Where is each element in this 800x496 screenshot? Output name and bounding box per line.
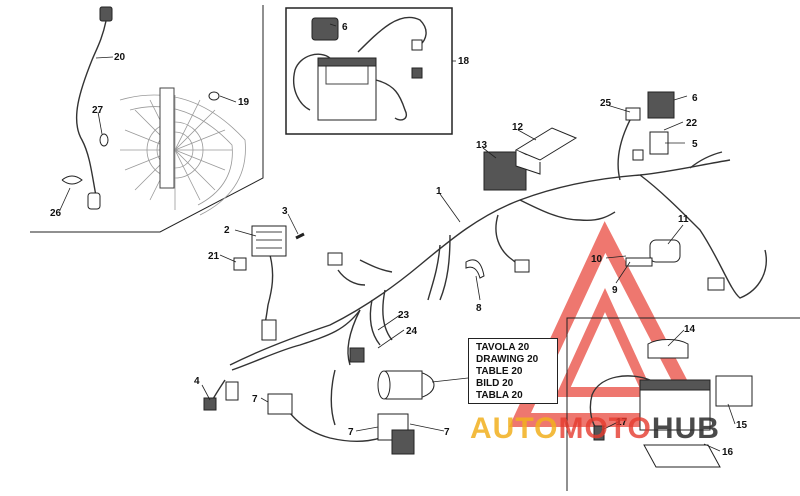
callout-16: 16 bbox=[722, 447, 734, 458]
components bbox=[203, 91, 725, 455]
leader-lines bbox=[59, 23, 736, 452]
watermark-logo: AUTOMOTOHUB bbox=[470, 412, 720, 446]
callout-20: 20 bbox=[114, 52, 126, 63]
reference-line-bild: BILD 20 bbox=[476, 378, 514, 389]
reference-line-tabla: TABLA 20 bbox=[476, 390, 523, 401]
callout-3: 3 bbox=[282, 206, 288, 217]
callout-18: 18 bbox=[458, 56, 470, 67]
callout-26: 26 bbox=[50, 208, 62, 219]
callout-6-right: 6 bbox=[692, 93, 698, 104]
inset-wheel-sensor bbox=[30, 5, 264, 233]
callout-7-bottom-right: 7 bbox=[444, 427, 450, 438]
callout-7-bottom-left: 7 bbox=[348, 427, 354, 438]
callout-24: 24 bbox=[406, 326, 418, 337]
callout-9: 9 bbox=[612, 285, 618, 296]
callout-5: 5 bbox=[692, 139, 698, 150]
callout-labels: 1 2 3 4 5 6 6 7 7 7 8 10 9 11 12 13 14 1… bbox=[50, 22, 748, 458]
callout-23: 23 bbox=[398, 310, 410, 321]
callout-14: 14 bbox=[684, 324, 696, 335]
callout-27: 27 bbox=[92, 105, 104, 116]
callout-11: 11 bbox=[678, 214, 689, 225]
callout-4: 4 bbox=[194, 376, 200, 387]
callout-10: 10 bbox=[591, 254, 603, 265]
inset-battery-bottom bbox=[566, 317, 800, 491]
callout-8: 8 bbox=[476, 303, 482, 314]
callout-6-top: 6 bbox=[342, 22, 348, 33]
watermark-auto: AUTO bbox=[470, 412, 559, 445]
watermark-moto: MOTO bbox=[558, 412, 652, 445]
callout-7-left: 7 bbox=[252, 394, 258, 405]
callout-19: 19 bbox=[238, 97, 250, 108]
callout-13: 13 bbox=[476, 140, 488, 151]
watermark-hub: HUB bbox=[651, 412, 720, 445]
callout-1: 1 bbox=[436, 186, 442, 197]
callout-17: 17 bbox=[616, 417, 628, 428]
callout-22: 22 bbox=[686, 118, 698, 129]
callout-12: 12 bbox=[512, 122, 524, 133]
callout-21: 21 bbox=[208, 251, 220, 262]
callout-15: 15 bbox=[736, 420, 748, 431]
reference-table-box: TAVOLA 20 DRAWING 20 TABLE 20 BILD 20 TA… bbox=[468, 338, 558, 404]
watermark-triangle bbox=[509, 221, 712, 427]
inset-battery-18 bbox=[285, 7, 453, 135]
reference-line-table: TABLE 20 bbox=[476, 366, 523, 377]
callout-25: 25 bbox=[600, 98, 612, 109]
reference-line-tavola: TAVOLA 20 bbox=[476, 342, 530, 353]
callout-2: 2 bbox=[224, 225, 230, 236]
reference-line-drawing: DRAWING 20 bbox=[476, 354, 539, 365]
